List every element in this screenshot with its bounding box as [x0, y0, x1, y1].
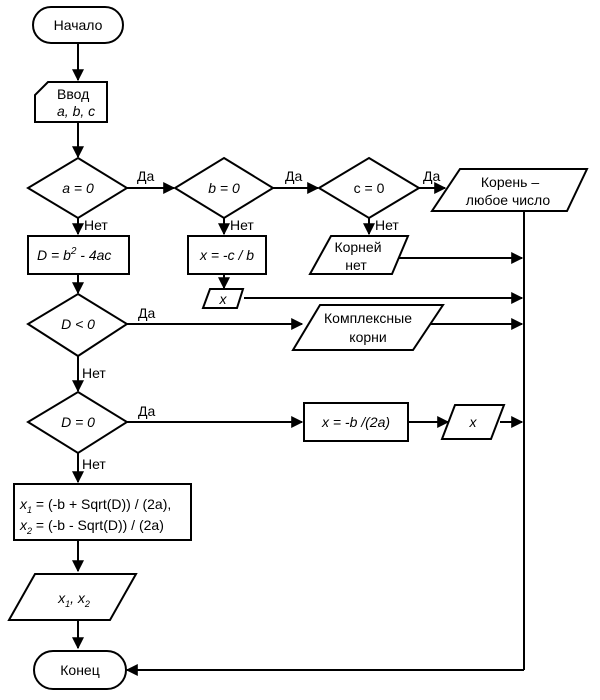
- node-cond-b: b = 0: [173, 156, 275, 220]
- node-start: Начало: [32, 6, 124, 44]
- label-no-b: Нет: [230, 217, 254, 233]
- label-no-c: Нет: [375, 217, 399, 233]
- node-any-root: Корень – любое число: [430, 168, 589, 212]
- node-input: Ввод a, b, c: [34, 81, 108, 123]
- node-out-linear: x: [201, 288, 245, 309]
- node-out-two: x1, x2: [7, 573, 138, 621]
- node-end: Конец: [33, 650, 127, 690]
- node-cond-c: c = 0: [317, 156, 421, 220]
- label-no-a: Нет: [84, 217, 108, 233]
- label-no-dzero: Нет: [82, 456, 106, 472]
- node-out-two-var1: x: [57, 590, 66, 606]
- node-calc-d-text: D = b2 - 4ac: [37, 246, 111, 263]
- edge-labels: Да Нет Да Нет Да Нет Да Нет Да Нет: [82, 168, 440, 472]
- node-complex-line1: Комплексные: [324, 310, 412, 326]
- label-yes-c: Да: [423, 168, 440, 184]
- node-calc-linear: x = -c / b: [187, 235, 267, 275]
- node-no-roots: Корней нет: [308, 235, 410, 275]
- node-out-linear-text: x: [219, 291, 228, 307]
- node-cond-a-text: a = 0: [62, 180, 94, 196]
- node-cond-dzero-text: D = 0: [61, 414, 95, 430]
- node-end-text: Конец: [60, 662, 99, 678]
- node-input-line1: Ввод: [57, 86, 89, 102]
- node-complex: Комплексные корни: [291, 304, 445, 351]
- node-calc-linear-text: x = -c / b: [199, 247, 254, 263]
- node-calc-two-line1-var: x: [19, 496, 28, 512]
- node-calc-two-line2: x2 = (-b - Sqrt(D)) / (2a): [19, 517, 164, 536]
- node-any-root-line2: любое число: [466, 192, 551, 208]
- node-out-two-sub2: 2: [84, 599, 90, 609]
- node-calc-two-line1: x1 = (-b + Sqrt(D)) / (2a),: [19, 496, 171, 515]
- node-cond-b-text: b = 0: [208, 180, 240, 196]
- node-calc-two-line1-rest: = (-b + Sqrt(D)) / (2a),: [32, 496, 171, 512]
- label-yes-b: Да: [285, 168, 302, 184]
- node-no-roots-line1: Корней: [334, 239, 381, 255]
- node-start-text: Начало: [54, 17, 103, 33]
- node-cond-dzero: D = 0: [26, 390, 129, 455]
- node-calc-d-sup: 2: [70, 246, 77, 257]
- node-calc-double-text: x = -b /(2a): [321, 414, 390, 430]
- node-cond-dneg: D < 0: [26, 292, 129, 358]
- label-yes-dzero: Да: [138, 403, 155, 419]
- label-yes-a: Да: [137, 168, 154, 184]
- label-no-dneg: Нет: [82, 365, 106, 381]
- node-any-root-line1: Корень –: [481, 174, 539, 190]
- node-calc-two-line1-sub: 1: [27, 505, 32, 515]
- node-calc-double: x = -b /(2a): [303, 402, 409, 442]
- node-cond-c-text: c = 0: [354, 180, 385, 196]
- node-calc-d-pre: D = b: [37, 247, 71, 263]
- node-calc-two-line2-var: x: [19, 517, 28, 533]
- node-calc-two-line2-sub: 2: [26, 526, 32, 536]
- node-out-two-text: x1, x2: [57, 590, 90, 609]
- node-calc-d: D = b2 - 4ac: [27, 235, 130, 275]
- node-cond-dneg-text: D < 0: [61, 316, 95, 332]
- node-out-double: x: [440, 404, 506, 440]
- node-out-two-sub1: 1: [65, 599, 70, 609]
- node-complex-line2: корни: [349, 329, 386, 345]
- connectors: [72, 43, 525, 676]
- node-calc-two-line2-rest: = (-b - Sqrt(D)) / (2a): [32, 517, 164, 533]
- node-out-two-var2: x: [77, 590, 86, 606]
- label-yes-dneg: Да: [138, 305, 155, 321]
- node-calc-d-post: - 4ac: [76, 247, 111, 263]
- node-out-double-text: x: [469, 414, 478, 430]
- node-out-two-sep: ,: [70, 590, 78, 606]
- node-input-line2: a, b, c: [57, 103, 95, 119]
- node-cond-a: a = 0: [26, 156, 129, 220]
- node-no-roots-line2: нет: [345, 257, 367, 273]
- node-calc-two: x1 = (-b + Sqrt(D)) / (2a), x2 = (-b - S…: [13, 483, 192, 541]
